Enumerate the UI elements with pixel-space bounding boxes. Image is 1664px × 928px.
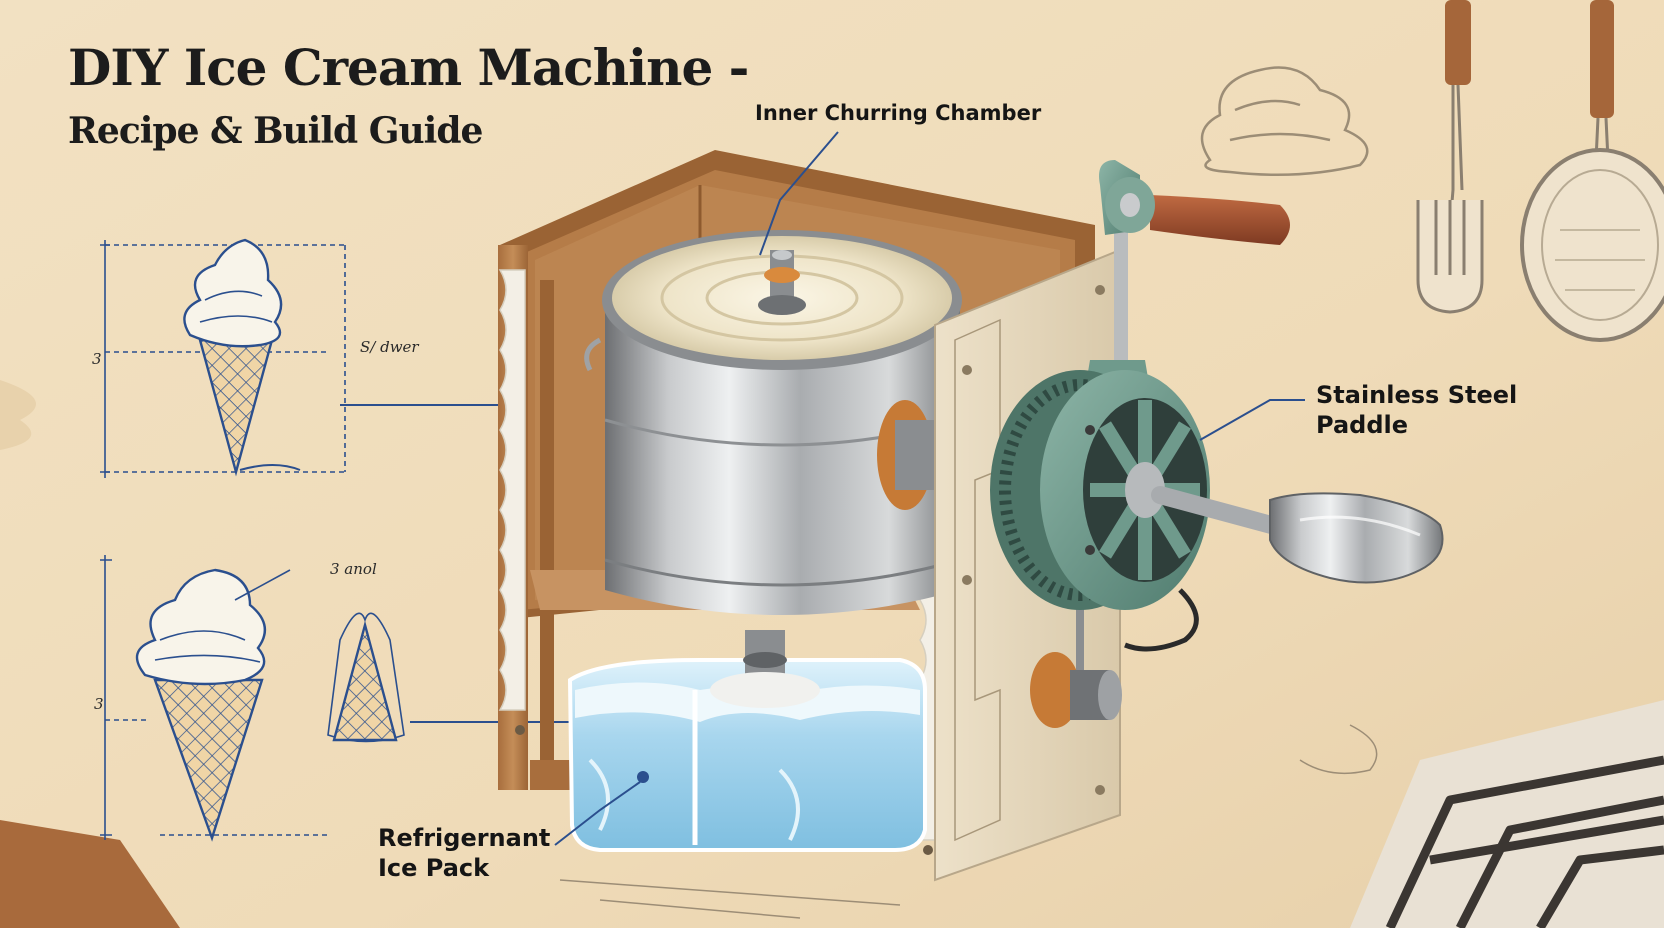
callout-ice-pack-line2: Ice Pack [378,854,490,882]
table-corner [0,820,180,928]
callout-ice-pack-line1: Refrigernant [378,824,551,852]
sketch-top-dimension: 3 [92,350,102,368]
blueprint-sketches [100,238,581,842]
page-title: DIY Ice Cream Machine - [68,38,749,97]
sketch-top-side-label: S/ dwer [360,338,419,356]
callout-leaders [554,131,1305,846]
callout-paddle-line2: Paddle [1316,411,1409,439]
gear-motor [990,370,1210,652]
lower-spindle [710,630,820,708]
callout-paddle-line1: Stainless Steel [1316,381,1518,409]
ice-cream-sketch-top [1200,66,1369,177]
tension-knob [1030,600,1122,728]
stainless-churning-chamber [584,230,962,615]
page-subtitle: Recipe & Build Guide [68,110,483,152]
stainless-steel-paddle [1151,486,1444,584]
stove-top [1350,700,1664,928]
sketch-bottom-side-label: 3 anol [330,560,377,578]
side-bearing [877,400,935,510]
callout-inner-chamber: Inner Churring Chamber [755,101,1042,125]
counter-plans [559,724,1378,919]
sketch-bottom-dimension: 3 [94,695,104,713]
utensils-sketch [1416,0,1664,342]
stove-grate [1385,755,1664,928]
